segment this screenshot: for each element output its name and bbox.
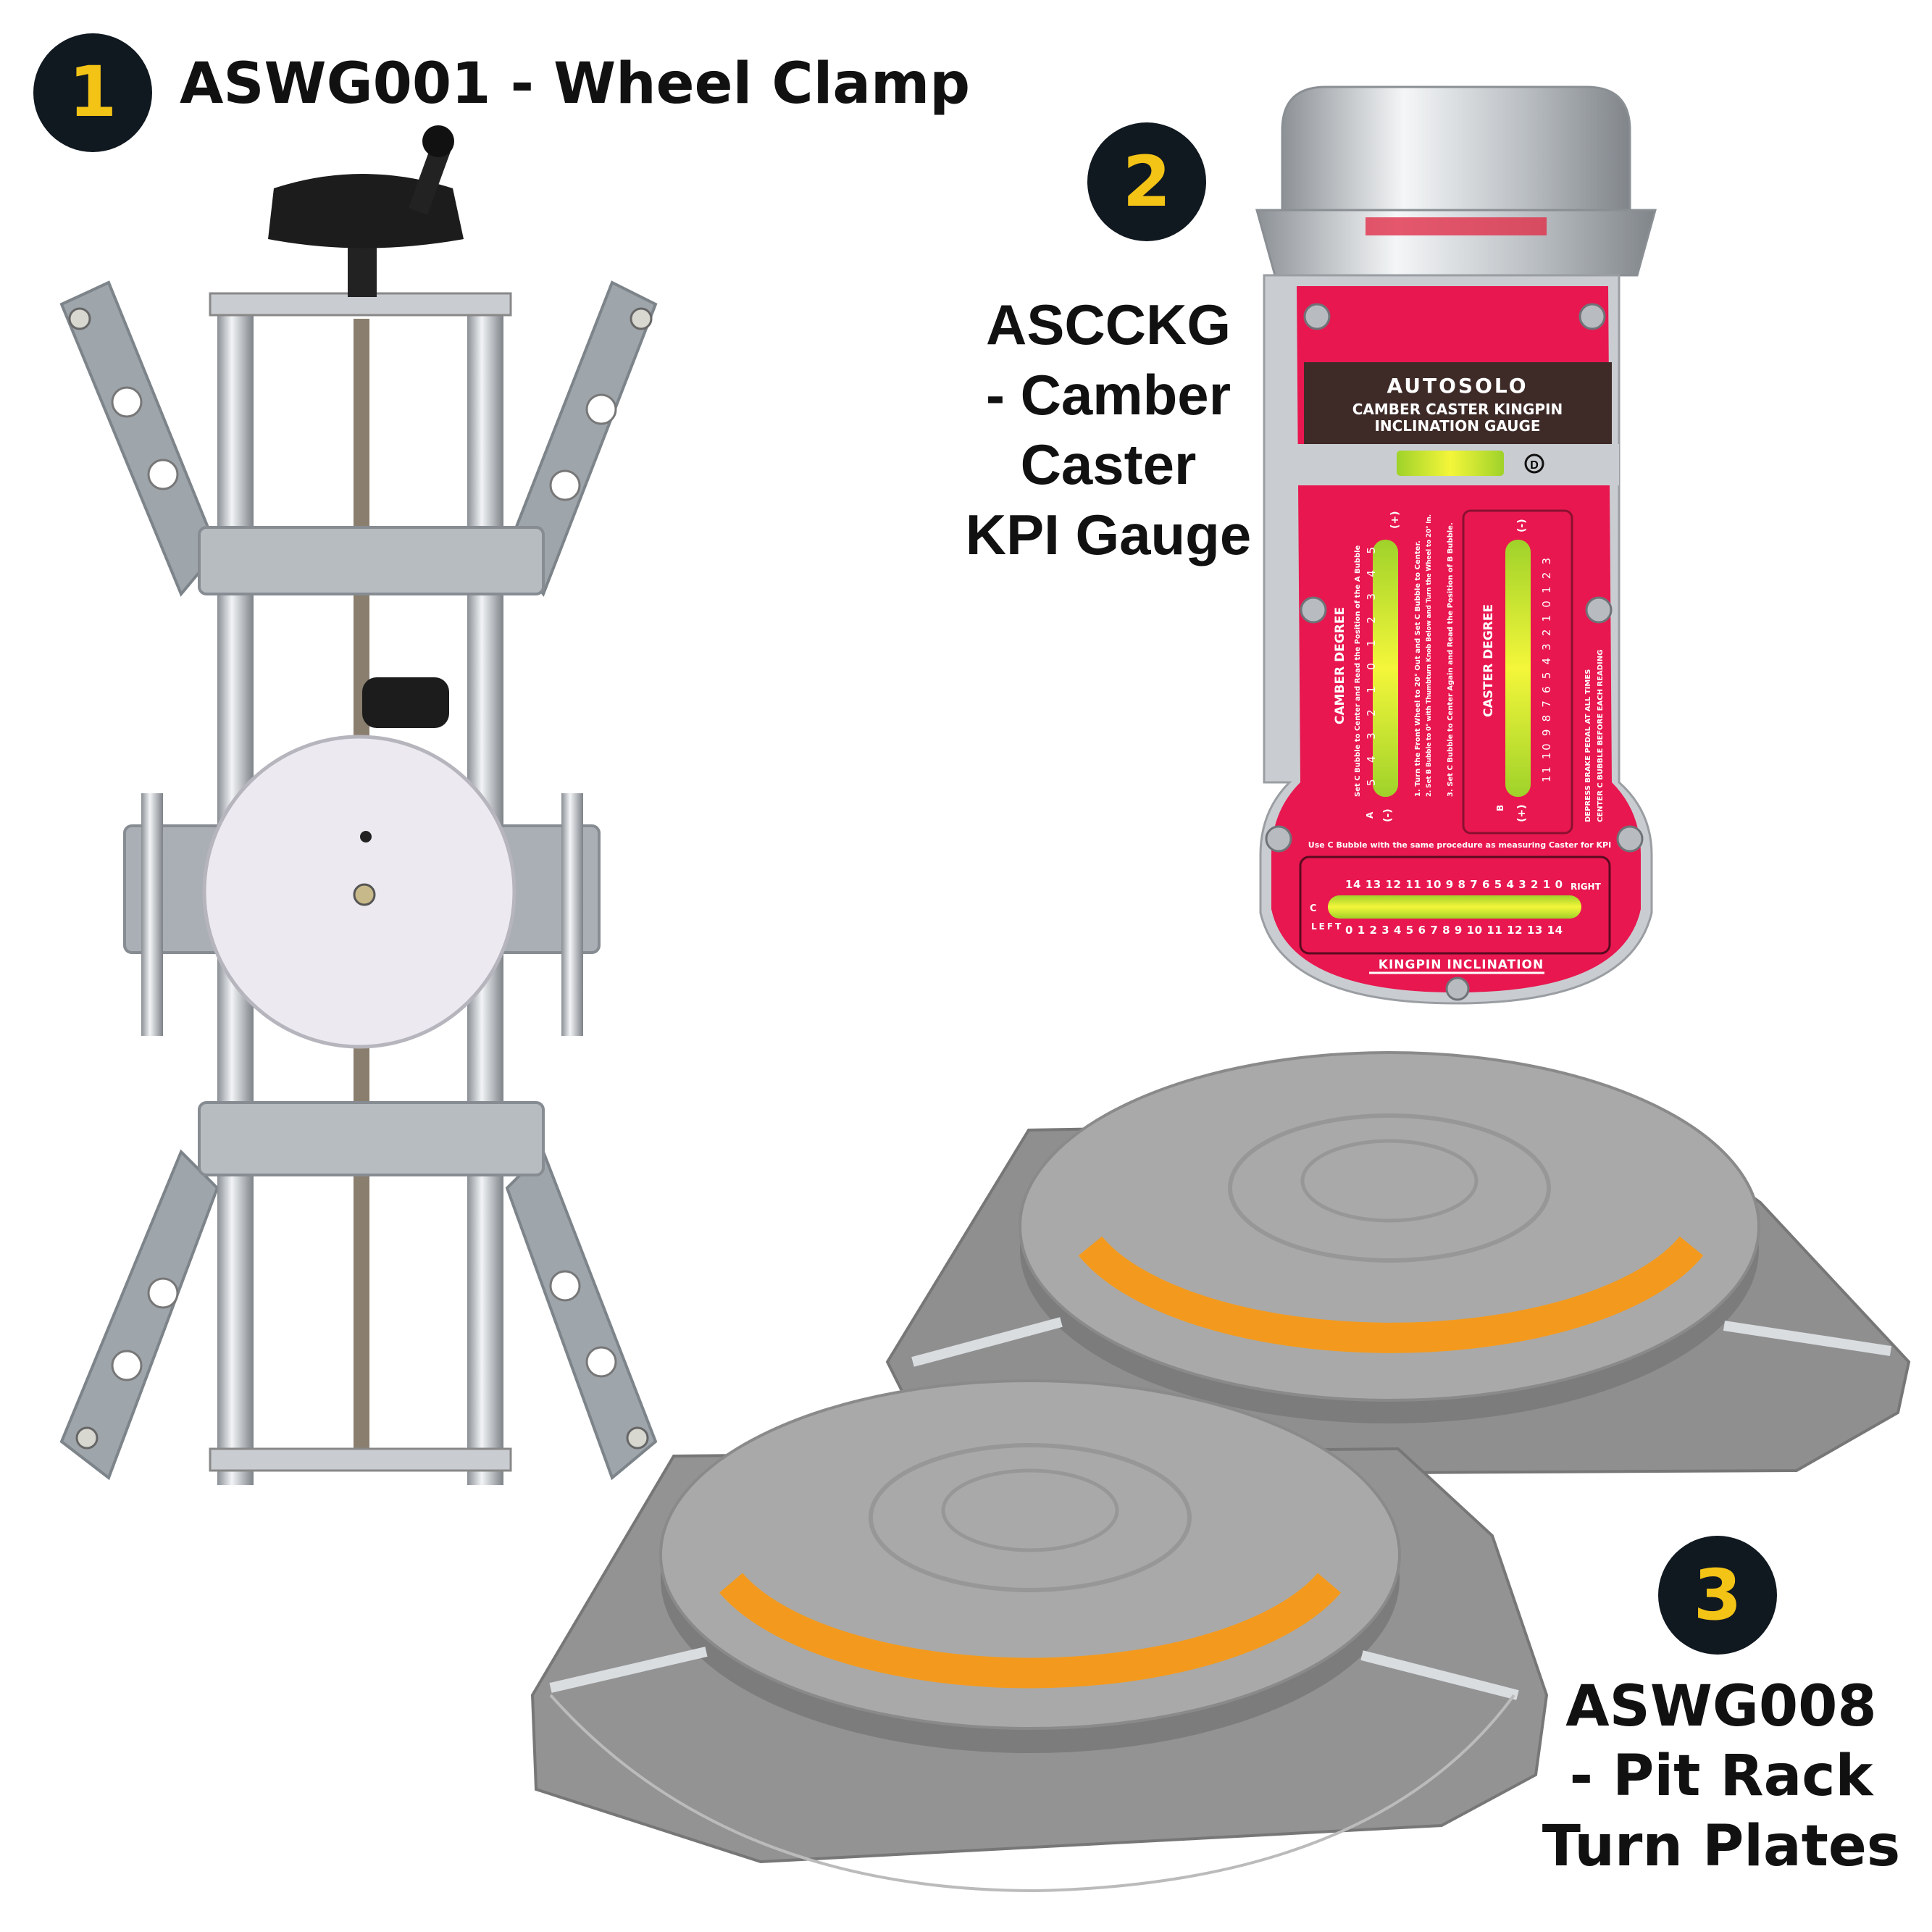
svg-text:INCLINATION GAUGE: INCLINATION GAUGE bbox=[1374, 417, 1540, 435]
product-title-turn-plates: ASWG008 - Pit Rack Turn Plates bbox=[1542, 1674, 1900, 1879]
badge-2: 2 bbox=[1087, 122, 1206, 241]
svg-text:CAMBER CASTER KINGPIN: CAMBER CASTER KINGPIN bbox=[1352, 401, 1563, 418]
svg-text:(+): (+) bbox=[1389, 511, 1401, 529]
svg-text:(-): (-) bbox=[1516, 519, 1528, 532]
badge-1: 1 bbox=[33, 33, 152, 152]
svg-text:RIGHT: RIGHT bbox=[1571, 882, 1602, 892]
svg-text:CASTER DEGREE: CASTER DEGREE bbox=[1481, 604, 1496, 717]
svg-text:CENTER C BUBBLE BEFORE EACH RE: CENTER C BUBBLE BEFORE EACH READING bbox=[1597, 650, 1605, 822]
svg-text:(-): (-) bbox=[1382, 808, 1394, 822]
svg-text:1. Turn the Front Wheel to 20°: 1. Turn the Front Wheel to 20° Out and S… bbox=[1414, 540, 1422, 797]
camber-caster-gauge-image: AUTOSOLO CAMBER CASTER KINGPIN INCLINATI… bbox=[1255, 85, 1657, 1005]
svg-text:KINGPIN INCLINATION: KINGPIN INCLINATION bbox=[1379, 958, 1544, 972]
svg-text:- Pit Rack: - Pit Rack bbox=[1570, 1744, 1875, 1809]
svg-text:2: 2 bbox=[1123, 141, 1171, 222]
svg-text:5 4 3 2 1 0 1 2 3 4 5: 5 4 3 2 1 0 1 2 3 4 5 bbox=[1365, 547, 1378, 786]
turn-plate-front bbox=[530, 1379, 1549, 1893]
svg-text:1: 1 bbox=[69, 51, 117, 133]
svg-text:0 1 2 3 4 5 6 7 8 9 10 11 12 1: 0 1 2 3 4 5 6 7 8 9 10 11 12 13 14 bbox=[1345, 924, 1563, 937]
svg-text:AUTOSOLO: AUTOSOLO bbox=[1387, 374, 1528, 398]
svg-text:C: C bbox=[1310, 903, 1317, 914]
product-title-wheel-clamp: ASWG001 - Wheel Clamp bbox=[180, 51, 970, 117]
svg-text:ASWG008: ASWG008 bbox=[1565, 1674, 1876, 1739]
svg-text:ASCCKG: ASCCKG bbox=[986, 293, 1231, 356]
svg-text:DEPRESS BRAKE PEDAL AT ALL TIM: DEPRESS BRAKE PEDAL AT ALL TIMES bbox=[1584, 669, 1592, 822]
svg-text:A: A bbox=[1365, 811, 1375, 819]
svg-text:- Camber: - Camber bbox=[986, 363, 1231, 427]
turn-plate-back bbox=[885, 1051, 1911, 1476]
svg-text:3: 3 bbox=[1694, 1555, 1742, 1636]
svg-text:CAMBER DEGREE: CAMBER DEGREE bbox=[1333, 607, 1347, 724]
svg-text:D: D bbox=[1530, 459, 1539, 472]
turn-plates-image bbox=[530, 1051, 1911, 1893]
svg-text:Set C Bubble to Center and Rea: Set C Bubble to Center and Read the Posi… bbox=[1354, 545, 1362, 797]
svg-text:Turn Plates: Turn Plates bbox=[1542, 1814, 1900, 1879]
svg-text:KPI Gauge: KPI Gauge bbox=[966, 503, 1251, 566]
svg-text:Caster: Caster bbox=[1021, 432, 1197, 496]
badge-3: 3 bbox=[1658, 1536, 1777, 1655]
wheel-clamp-image bbox=[59, 125, 658, 1485]
svg-text:2. Set B Bubble to 0° with Thu: 2. Set B Bubble to 0° with Thumbturn Kno… bbox=[1426, 514, 1433, 797]
svg-text:11 10 9 8 7 6 5 4 3 2 1 0 1 2: 11 10 9 8 7 6 5 4 3 2 1 0 1 2 3 bbox=[1540, 558, 1553, 782]
svg-text:(+): (+) bbox=[1516, 804, 1528, 822]
svg-text:14 13 12 11 10 9 8 7 6 5 4 3 2: 14 13 12 11 10 9 8 7 6 5 4 3 2 1 0 bbox=[1345, 878, 1563, 891]
svg-text:3. Set C Bubble to Center Agai: 3. Set C Bubble to Center Again and Read… bbox=[1447, 522, 1455, 797]
svg-text:Use C Bubble with the same pro: Use C Bubble with the same procedure as … bbox=[1308, 840, 1611, 850]
svg-text:B: B bbox=[1495, 805, 1505, 811]
product-title-gauge: ASCCKG - Camber Caster KPI Gauge bbox=[966, 293, 1251, 566]
svg-text:LEFT: LEFT bbox=[1311, 921, 1343, 932]
